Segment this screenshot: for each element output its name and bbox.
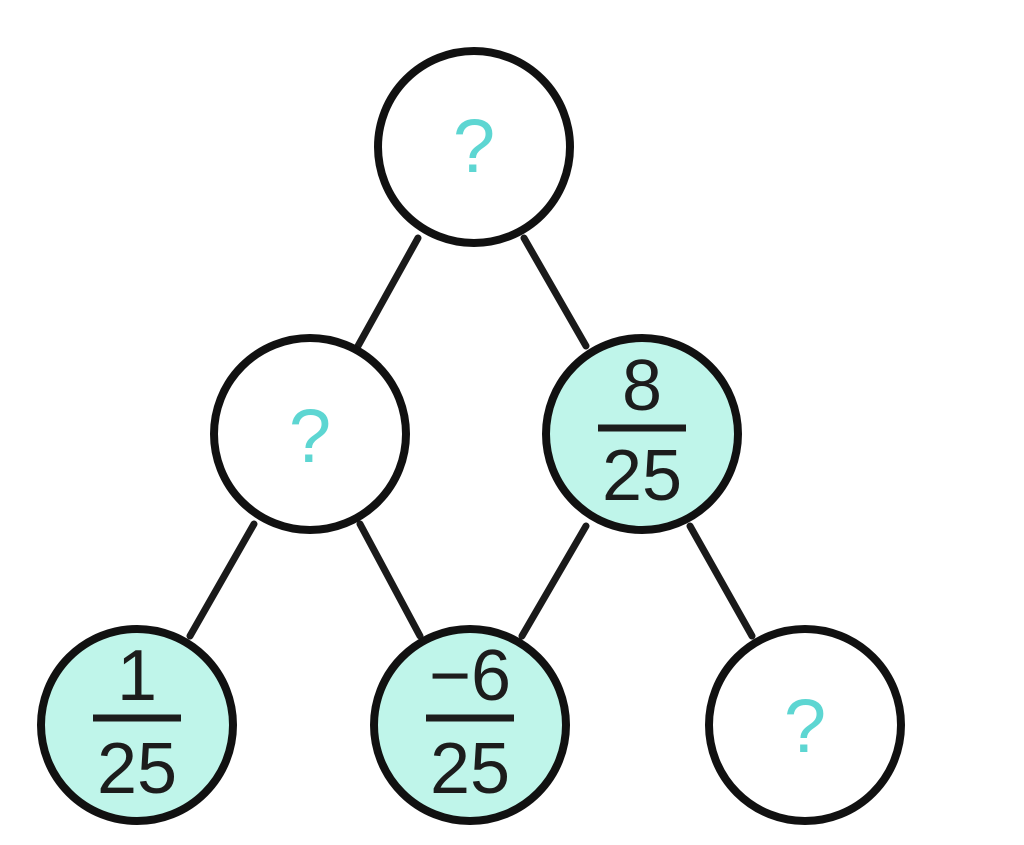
node-top-unknown: ?: [453, 104, 495, 189]
edge-top-to-middle-left: [354, 234, 422, 350]
node-bottom-left: 1 25: [37, 625, 237, 825]
node-bottom-middle-denominator: 25: [430, 729, 510, 809]
edge-middle-right-to-bottom-right: [686, 522, 756, 640]
node-bottom-left-numerator: 1: [117, 636, 157, 716]
node-bottom-left-denominator: 25: [97, 729, 177, 809]
node-bottom-right: ?: [705, 625, 905, 825]
node-bottom-left-circle: [37, 625, 237, 825]
node-bottom-right-unknown: ?: [784, 684, 826, 769]
edge-middle-left-to-bottom-middle: [356, 520, 424, 640]
edge-middle-right-to-bottom-middle: [518, 522, 590, 640]
node-middle-left-unknown: ?: [289, 394, 331, 479]
node-middle-right: 8 25: [542, 334, 742, 534]
node-middle-right-denominator: 25: [602, 436, 682, 516]
node-top: ?: [374, 47, 574, 247]
node-middle-left: ?: [210, 334, 410, 534]
edge-middle-left-to-bottom-left: [186, 520, 258, 640]
node-bottom-middle-circle: [370, 625, 570, 825]
edge-top-to-middle-right: [520, 234, 590, 350]
node-middle-right-circle: [542, 334, 742, 534]
node-top-circle: [374, 47, 574, 247]
node-middle-right-numerator: 8: [622, 346, 662, 426]
node-bottom-middle: −6 25: [370, 625, 570, 825]
node-middle-left-circle: [210, 334, 410, 534]
node-bottom-right-circle: [705, 625, 905, 825]
node-bottom-middle-numerator: −6: [429, 636, 511, 716]
